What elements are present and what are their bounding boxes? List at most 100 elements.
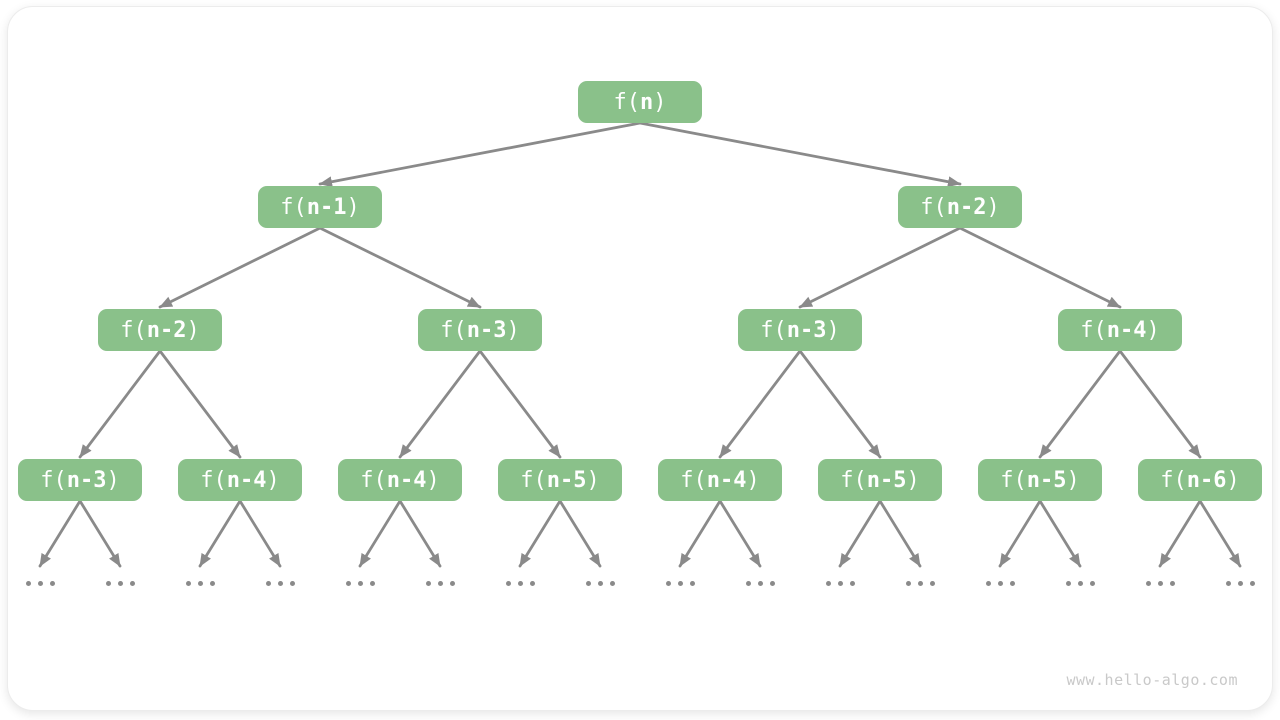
node-label-arg: n-3 bbox=[66, 467, 107, 493]
tree-node: f(n-4) bbox=[658, 459, 782, 501]
dot bbox=[689, 581, 695, 586]
watermark: www.hello-algo.com bbox=[1066, 671, 1238, 689]
dot bbox=[1009, 581, 1015, 586]
dot bbox=[105, 581, 111, 586]
node-label-prefix: f( bbox=[440, 317, 467, 343]
dot bbox=[757, 581, 763, 586]
node-label-prefix: f( bbox=[200, 467, 227, 493]
dot bbox=[209, 581, 215, 586]
ellipsis bbox=[25, 581, 55, 586]
node-label-prefix: f( bbox=[760, 317, 787, 343]
node-label-prefix: f( bbox=[40, 467, 67, 493]
node-label-arg: n-5 bbox=[546, 467, 587, 493]
node-label-arg: n-4 bbox=[706, 467, 747, 493]
node-label-suffix: ) bbox=[426, 467, 440, 493]
tree-node: f(n) bbox=[578, 81, 702, 123]
tree-node: f(n-2) bbox=[898, 186, 1022, 228]
tree-node: f(n-5) bbox=[498, 459, 622, 501]
node-label-suffix: ) bbox=[106, 467, 120, 493]
node-label-arg: n-1 bbox=[306, 194, 347, 220]
node-label-suffix: ) bbox=[653, 89, 667, 115]
node-label-suffix: ) bbox=[986, 194, 1000, 220]
dot bbox=[585, 581, 591, 586]
dot bbox=[117, 581, 123, 586]
ellipsis bbox=[1145, 581, 1175, 586]
dot bbox=[1249, 581, 1255, 586]
dot bbox=[929, 581, 935, 586]
node-label-suffix: ) bbox=[586, 467, 600, 493]
node-label-suffix: ) bbox=[266, 467, 280, 493]
node-label-suffix: ) bbox=[506, 317, 520, 343]
dot bbox=[769, 581, 775, 586]
dot bbox=[1169, 581, 1175, 586]
ellipsis bbox=[985, 581, 1015, 586]
node-label-suffix: ) bbox=[346, 194, 360, 220]
node-label-suffix: ) bbox=[186, 317, 200, 343]
dot bbox=[1237, 581, 1243, 586]
dot bbox=[369, 581, 375, 586]
ellipsis bbox=[905, 581, 935, 586]
tree-node: f(n-2) bbox=[98, 309, 222, 351]
node-label-arg: n-6 bbox=[1186, 467, 1227, 493]
dot bbox=[129, 581, 135, 586]
ellipsis bbox=[425, 581, 455, 586]
node-label-arg: n-2 bbox=[946, 194, 987, 220]
node-label-suffix: ) bbox=[826, 317, 840, 343]
node-label-arg: n-2 bbox=[146, 317, 187, 343]
node-label-suffix: ) bbox=[906, 467, 920, 493]
node-label-prefix: f( bbox=[520, 467, 547, 493]
tree-node: f(n-6) bbox=[1138, 459, 1262, 501]
dot bbox=[425, 581, 431, 586]
tree-node: f(n-5) bbox=[978, 459, 1102, 501]
node-label-arg: n-4 bbox=[386, 467, 427, 493]
ellipsis bbox=[745, 581, 775, 586]
node-label-suffix: ) bbox=[746, 467, 760, 493]
node-label-arg: n-5 bbox=[866, 467, 907, 493]
tree-node: f(n-3) bbox=[738, 309, 862, 351]
dot bbox=[1157, 581, 1163, 586]
node-label-prefix: f( bbox=[280, 194, 307, 220]
node-label-prefix: f( bbox=[840, 467, 867, 493]
dot bbox=[997, 581, 1003, 586]
dot bbox=[597, 581, 603, 586]
node-label-prefix: f( bbox=[120, 317, 147, 343]
dot bbox=[517, 581, 523, 586]
node-label-arg: n-4 bbox=[226, 467, 267, 493]
dot bbox=[449, 581, 455, 586]
node-label-arg: n-3 bbox=[786, 317, 827, 343]
dot bbox=[505, 581, 511, 586]
tree-node: f(n-4) bbox=[338, 459, 462, 501]
dot bbox=[289, 581, 295, 586]
tree-node: f(n-1) bbox=[258, 186, 382, 228]
node-label-arg: n-5 bbox=[1026, 467, 1067, 493]
dot bbox=[1145, 581, 1151, 586]
ellipsis bbox=[665, 581, 695, 586]
dot bbox=[825, 581, 831, 586]
tree-node: f(n-5) bbox=[818, 459, 942, 501]
tree-node: f(n-3) bbox=[18, 459, 142, 501]
node-label-prefix: f( bbox=[920, 194, 947, 220]
ellipsis bbox=[1065, 581, 1095, 586]
ellipsis bbox=[585, 581, 615, 586]
node-label-arg: n-4 bbox=[1106, 317, 1147, 343]
tree-node: f(n-4) bbox=[1058, 309, 1182, 351]
dot bbox=[49, 581, 55, 586]
dot bbox=[529, 581, 535, 586]
dot bbox=[849, 581, 855, 586]
ellipsis bbox=[185, 581, 215, 586]
dot bbox=[1077, 581, 1083, 586]
node-label-arg: n-3 bbox=[466, 317, 507, 343]
tree-node: f(n-4) bbox=[178, 459, 302, 501]
dot bbox=[745, 581, 751, 586]
dot bbox=[1065, 581, 1071, 586]
node-label-suffix: ) bbox=[1146, 317, 1160, 343]
node-label-prefix: f( bbox=[1160, 467, 1187, 493]
dot bbox=[917, 581, 923, 586]
dot bbox=[37, 581, 43, 586]
dot bbox=[437, 581, 443, 586]
tree-node: f(n-3) bbox=[418, 309, 542, 351]
node-label-suffix: ) bbox=[1066, 467, 1080, 493]
dot bbox=[677, 581, 683, 586]
dot bbox=[197, 581, 203, 586]
